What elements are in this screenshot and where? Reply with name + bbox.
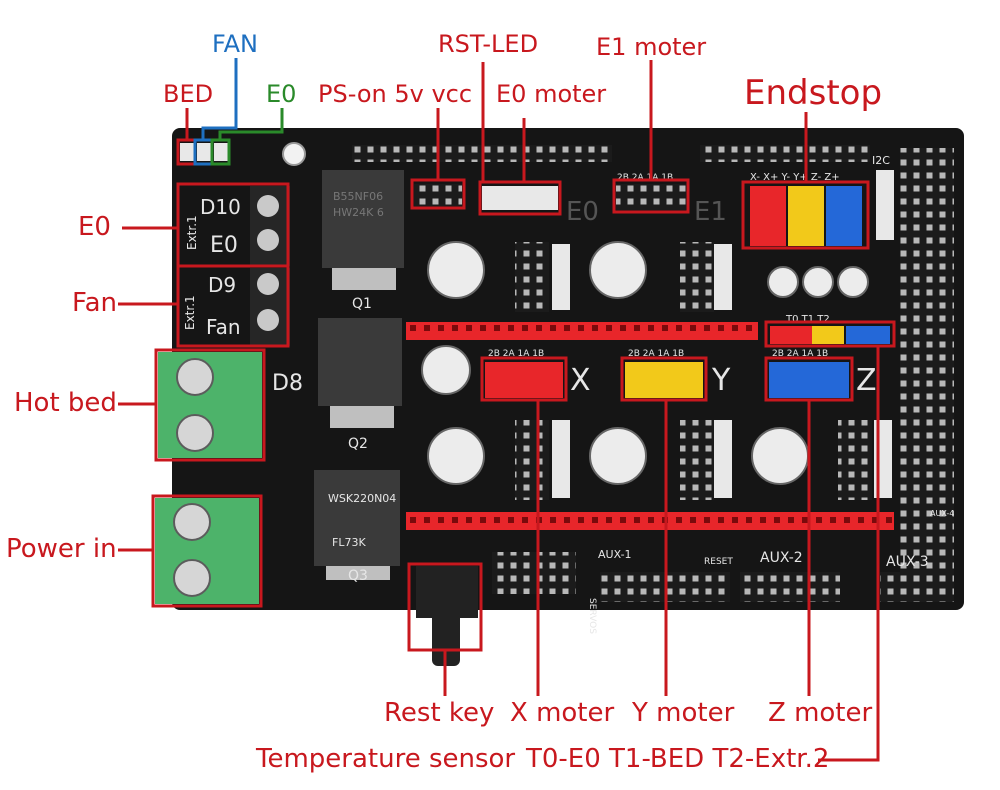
silk-z-coils: 2B 2A 1A 1B bbox=[772, 349, 828, 359]
label-fan-top: FAN bbox=[212, 30, 258, 58]
silk-extr1: Extr.1 bbox=[185, 215, 199, 250]
label-fan: Fan bbox=[72, 288, 117, 318]
silk-y-coils: 2B 2A 1A 1B bbox=[628, 349, 684, 359]
label-endstop: Endstop bbox=[744, 73, 883, 113]
label-temp-sensor: Temperature sensor bbox=[256, 744, 516, 774]
silk-d9: D9 bbox=[208, 273, 236, 297]
e0-leader bbox=[218, 108, 284, 140]
silk-y: Y bbox=[711, 363, 731, 398]
silk-d8: D8 bbox=[272, 371, 303, 396]
label-bed: BED bbox=[163, 80, 214, 108]
silk-q3-code: FL73K bbox=[332, 536, 366, 549]
label-e0: E0 bbox=[78, 212, 111, 242]
silk-e0: E0 bbox=[210, 233, 238, 258]
red-header-strip-top bbox=[406, 322, 758, 340]
e1-motor-header bbox=[616, 184, 686, 210]
label-e1-moter: E1 moter bbox=[596, 33, 707, 61]
thermistor-headers bbox=[770, 326, 890, 344]
silk-q1-part: B55NF06 bbox=[333, 190, 383, 203]
bed-led bbox=[180, 143, 194, 161]
mosfet-q2 bbox=[318, 318, 402, 428]
silk-aux4: AUX-4 bbox=[930, 509, 954, 518]
silkscreen-text: D10 E0 D9 Fan D8 Q1 Q2 Q3 WSK220N04 FL73… bbox=[200, 154, 954, 584]
silk-reset: RESET bbox=[704, 557, 733, 567]
silk-e1-big: E1 bbox=[694, 197, 727, 227]
silk-x: X bbox=[570, 363, 591, 398]
silk-servos: SERVOS bbox=[587, 598, 597, 634]
e0-terminal bbox=[250, 186, 290, 266]
label-power-in: Power in bbox=[6, 534, 117, 564]
y-jumpers bbox=[625, 362, 703, 398]
silk-rotated: Extr.1 Extr.1 SERVOS bbox=[183, 215, 597, 634]
red-header-strip-bottom bbox=[406, 512, 894, 530]
aux-2-header bbox=[740, 572, 840, 602]
label-ps-on: PS-on 5v vcc bbox=[318, 80, 473, 108]
aux-4-header bbox=[900, 148, 954, 588]
silk-aux2: AUX-2 bbox=[760, 550, 803, 566]
silk-endstop-pins: X- X+ Y- Y+ Z- Z+ bbox=[750, 172, 840, 183]
silk-x-coils: 2B 2A 1A 1B bbox=[488, 349, 544, 359]
x-jumpers bbox=[485, 362, 563, 398]
silk-t-pins: T0 T1 T2 bbox=[785, 314, 830, 325]
power-in-terminal bbox=[155, 498, 259, 604]
endstop-headers bbox=[750, 186, 862, 246]
silk-q1-code: HW24K 6 bbox=[333, 206, 384, 219]
z-jumpers bbox=[769, 362, 849, 398]
silk-z: Z bbox=[856, 363, 877, 398]
silk-e1-coils: 2B 2A 1A 1B bbox=[617, 173, 673, 183]
label-rest-key: Rest key bbox=[384, 698, 495, 728]
silk-aux1: AUX-1 bbox=[598, 548, 632, 561]
silk-extr1-fan: Extr.1 bbox=[183, 295, 197, 330]
leader-lines bbox=[118, 60, 880, 762]
ps-on-header bbox=[414, 184, 462, 206]
mosfet-q3 bbox=[314, 470, 400, 580]
servos-header bbox=[492, 552, 576, 594]
fan-led bbox=[197, 143, 211, 161]
label-hot-bed: Hot bed bbox=[14, 388, 117, 418]
silk-aux3: AUX-3 bbox=[886, 554, 929, 570]
label-z-moter: Z moter bbox=[768, 698, 873, 728]
fan-leader bbox=[201, 58, 238, 140]
e0-led bbox=[214, 143, 228, 161]
silk-i2c: I2C bbox=[872, 154, 890, 167]
label-e0-top: E0 bbox=[266, 80, 297, 108]
label-temp-map: T0-E0 T1-BED T2-Extr.2 bbox=[526, 744, 830, 774]
silk-d10: D10 bbox=[200, 195, 241, 219]
label-e0-moter: E0 moter bbox=[496, 80, 607, 108]
silk-e0-big: E0 bbox=[566, 197, 599, 227]
silk-q3: Q3 bbox=[348, 568, 368, 584]
top-pin-header-right bbox=[700, 145, 870, 162]
silk-q2: Q2 bbox=[348, 436, 368, 452]
label-y-moter: Y moter bbox=[632, 698, 735, 728]
mosfet-q1 bbox=[322, 170, 404, 290]
aux-3-header bbox=[880, 572, 954, 602]
label-x-moter: X moter bbox=[510, 698, 615, 728]
silk-q1: Q1 bbox=[352, 296, 372, 312]
capacitors bbox=[421, 241, 869, 485]
silk-q3-part: WSK220N04 bbox=[328, 492, 396, 505]
hot-bed-terminal bbox=[158, 352, 262, 458]
driver-sockets bbox=[515, 242, 872, 500]
silk-fan: Fan bbox=[206, 315, 241, 339]
fan-terminal bbox=[250, 268, 290, 346]
label-rst-led: RST-LED bbox=[438, 30, 539, 58]
